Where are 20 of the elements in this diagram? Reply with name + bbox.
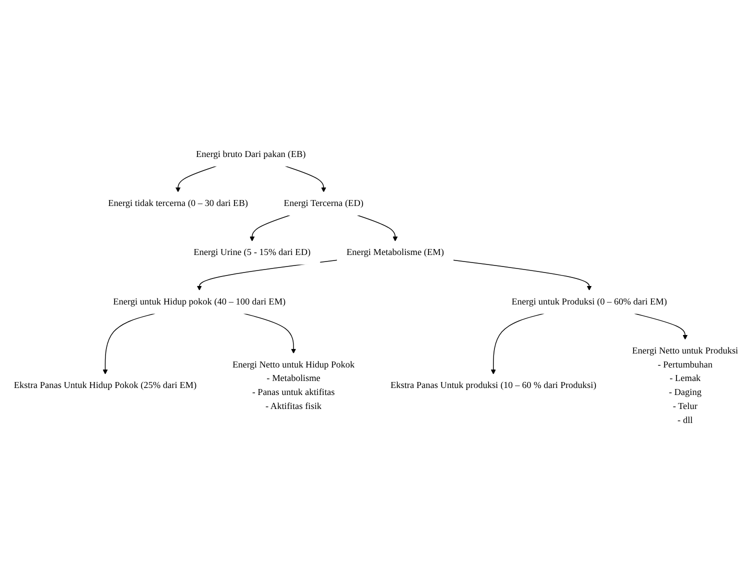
node-text: Energi Netto untuk Produksi - Pertumbuhan - Lemak - Daging - Telur - dll xyxy=(632,346,738,426)
arrow xyxy=(356,214,398,242)
node-text: Ekstra Panas Untuk Hidup Pokok (25% dari EM) xyxy=(14,380,197,390)
node-text: Ekstra Panas Untuk produksi (10 – 60 % dari Produksi) xyxy=(390,380,596,390)
node-text: Energi Tercerna (ED) xyxy=(284,198,364,208)
arrow xyxy=(243,313,296,354)
node-text: Energi Netto untuk Hidup Pokok - Metabolisme - Panas untuk aktifitas - Aktifitas fisik xyxy=(232,360,355,412)
node-text: Energi untuk Hidup pokok (40 – 100 dari EM) xyxy=(113,296,286,307)
arrow xyxy=(452,260,592,291)
node-text: Energi untuk Produksi (0 – 60% dari EM) xyxy=(512,296,667,307)
arrow xyxy=(284,166,326,192)
arrow xyxy=(102,313,156,374)
node-text: Energi bruto Dari pakan (EB) xyxy=(196,149,306,160)
arrow xyxy=(175,166,217,192)
node-text: Energi Metabolisme (EM) xyxy=(346,248,444,258)
arrow xyxy=(196,260,338,291)
node-text: Energi tidak tercerna (0 – 30 dari EB) xyxy=(108,198,248,208)
arrow xyxy=(490,313,545,374)
arrow xyxy=(250,214,290,242)
arrow xyxy=(634,313,688,340)
